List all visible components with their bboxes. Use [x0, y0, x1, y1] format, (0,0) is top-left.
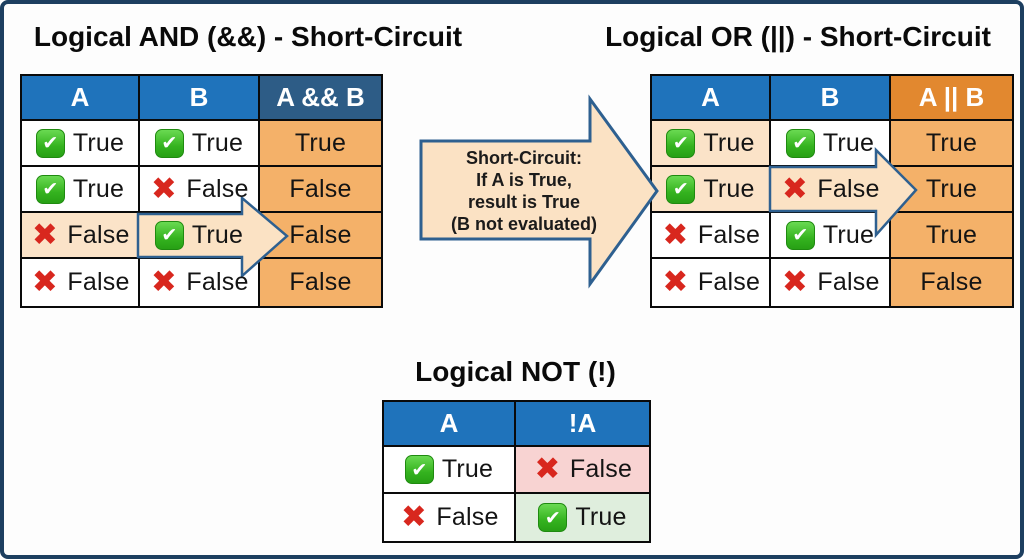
- and-r4-b: False: [140, 259, 260, 306]
- short-circuit-callout: Short-Circuit: If A is True, result is T…: [424, 147, 624, 235]
- callout-line: Short-Circuit:: [466, 148, 582, 168]
- or-r4-b: False: [771, 259, 891, 306]
- not-truth-table: A !A True False False True: [382, 400, 651, 543]
- or-r3-result: True: [891, 213, 1012, 259]
- cell-label: True: [72, 174, 125, 203]
- or-r1-b: True: [771, 121, 891, 167]
- not-r1-result: False: [516, 447, 649, 494]
- or-section-title: Logical OR (||) - Short-Circuit: [605, 21, 991, 52]
- result-label: False: [289, 174, 352, 203]
- result-label: False: [289, 220, 352, 249]
- and-truth-table: A B A && B True True True True False Fal…: [20, 74, 383, 308]
- check-icon: [538, 503, 568, 532]
- check-icon: [154, 128, 184, 158]
- and-r1-b: True: [140, 121, 260, 167]
- and-r2-result: False: [260, 167, 381, 213]
- or-r2-a: True: [652, 167, 771, 213]
- and-header-a: A: [22, 76, 140, 121]
- check-icon: [154, 220, 184, 250]
- or-header-b: B: [771, 76, 891, 121]
- or-r3-a: False: [652, 213, 771, 259]
- cell-label: False: [186, 174, 249, 203]
- and-r1-a: True: [22, 121, 140, 167]
- not-header-a: A: [384, 402, 516, 447]
- and-row-arrow: [136, 195, 289, 279]
- cell-label: True: [822, 220, 875, 249]
- callout-line: If A is True,: [476, 170, 572, 190]
- and-r4-a: False: [22, 259, 140, 306]
- not-r1-a: True: [384, 447, 516, 494]
- and-r2-a: True: [22, 167, 140, 213]
- cross-icon: [149, 268, 178, 297]
- and-r3-a: False: [22, 213, 140, 259]
- or-header-result: A || B: [891, 76, 1012, 121]
- cell-label: True: [72, 128, 125, 157]
- cell-label: False: [436, 503, 499, 531]
- or-r3-b: True: [771, 213, 891, 259]
- cell-label: True: [703, 174, 755, 203]
- cell-label: False: [697, 220, 761, 249]
- cell-label: True: [822, 128, 875, 157]
- and-r4-result: False: [260, 259, 381, 306]
- or-header-a: A: [652, 76, 771, 121]
- and-r1-result: True: [260, 121, 381, 167]
- not-r2-result: True: [516, 494, 649, 541]
- result-label: False: [289, 268, 352, 296]
- cell-label: True: [703, 128, 755, 157]
- callout-line: result is True: [467, 192, 581, 212]
- result-label: True: [925, 174, 978, 203]
- check-icon: [785, 220, 815, 250]
- check-icon: [666, 128, 696, 158]
- check-icon: [35, 174, 65, 204]
- or-r4-result: False: [891, 259, 1012, 306]
- cross-icon: [661, 221, 690, 250]
- check-icon: [666, 174, 696, 204]
- cell-label: False: [186, 268, 249, 296]
- callout-line: (B not evaluated): [450, 214, 597, 234]
- and-section-title: Logical AND (&&) - Short-Circuit: [33, 21, 463, 52]
- not-r2-a: False: [384, 494, 516, 541]
- result-label: True: [925, 220, 978, 249]
- or-r1-result: True: [891, 121, 1012, 167]
- or-r4-a: False: [652, 259, 771, 306]
- cross-icon: [30, 268, 59, 297]
- cell-label: False: [817, 268, 880, 296]
- result-label: True: [294, 128, 347, 157]
- cross-icon: [30, 221, 59, 250]
- cell-label: True: [191, 128, 244, 157]
- cross-icon: [399, 503, 428, 532]
- cross-icon: [149, 175, 178, 204]
- or-r2-result: True: [891, 167, 1012, 213]
- cell-label: True: [191, 220, 244, 249]
- cross-icon: [533, 455, 562, 484]
- and-r2-b: False: [140, 167, 260, 213]
- not-header-result: !A: [516, 402, 649, 447]
- result-label: True: [575, 503, 627, 531]
- result-label: False: [920, 268, 983, 296]
- cell-label: False: [817, 174, 880, 203]
- result-label: True: [925, 128, 978, 157]
- cross-icon: [661, 268, 690, 297]
- check-icon: [785, 128, 815, 158]
- cell-label: False: [67, 268, 130, 296]
- cell-label: True: [441, 455, 494, 483]
- cross-icon: [780, 268, 809, 297]
- cross-icon: [780, 175, 809, 204]
- and-header-result: A && B: [260, 76, 381, 121]
- or-truth-table: A B A || B True True True True False Tru…: [650, 74, 1014, 308]
- cell-label: False: [67, 220, 130, 249]
- not-section-title: Logical NOT (!): [415, 356, 616, 387]
- short-circuit-arrow: [419, 94, 659, 289]
- check-icon: [35, 128, 65, 158]
- check-icon: [404, 455, 434, 484]
- result-label: False: [569, 455, 633, 483]
- and-header-b: B: [140, 76, 260, 121]
- or-r1-a: True: [652, 121, 771, 167]
- cell-label: False: [697, 268, 761, 296]
